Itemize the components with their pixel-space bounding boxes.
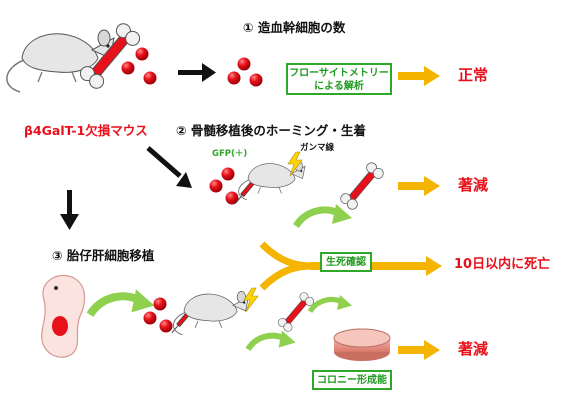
embryo-icon: [41, 274, 86, 358]
step-1-title: ① 造血幹細胞の数: [243, 20, 346, 35]
arrow-curved-icon: [310, 295, 352, 312]
result-decrease-1: 著減: [458, 176, 489, 194]
arrow-down-icon: [60, 190, 79, 230]
step-3-title: ③ 胎仔肝細胞移植: [52, 248, 155, 263]
arrow-right-icon: [398, 340, 440, 360]
result-decrease-2: 著減: [458, 340, 489, 358]
red-cell-icon: [209, 167, 239, 205]
result-normal: 正常: [458, 66, 489, 84]
gfp-label: GFP(＋): [212, 149, 248, 159]
arrow-curved-icon: [90, 289, 154, 314]
arrow-curved-icon: [296, 204, 352, 226]
step-2-title: ② 骨髄移植後のホーミング・生着: [176, 123, 366, 138]
colony-formation-box: コロニー形成能: [312, 370, 392, 390]
flow-cytometry-box: フローサイトメトリー による解析: [286, 63, 392, 95]
flow-box-line2: による解析: [314, 81, 364, 92]
mouse-label: β4GalT-1欠損マウス: [24, 123, 148, 138]
mouse-icon: [172, 290, 249, 336]
bone-icon: [338, 160, 386, 212]
red-cell-icon: [227, 57, 263, 87]
result-death: 10日以内に死亡: [454, 257, 551, 272]
flow-box-line1: フローサイトメトリー: [289, 68, 389, 79]
arrow-diagonal-icon: [146, 146, 192, 188]
arrow-right-icon: [398, 66, 440, 86]
red-cell-icon: [121, 47, 157, 85]
gamma-label: ガンマ線: [300, 143, 335, 153]
bone-icon: [276, 290, 316, 334]
survival-check-box: 生死確認: [320, 252, 372, 272]
arrow-right-icon: [398, 176, 440, 196]
petri-dish-icon: [333, 328, 391, 361]
arrow-right-icon: [178, 63, 216, 82]
arrow-curved-icon: [248, 331, 296, 350]
